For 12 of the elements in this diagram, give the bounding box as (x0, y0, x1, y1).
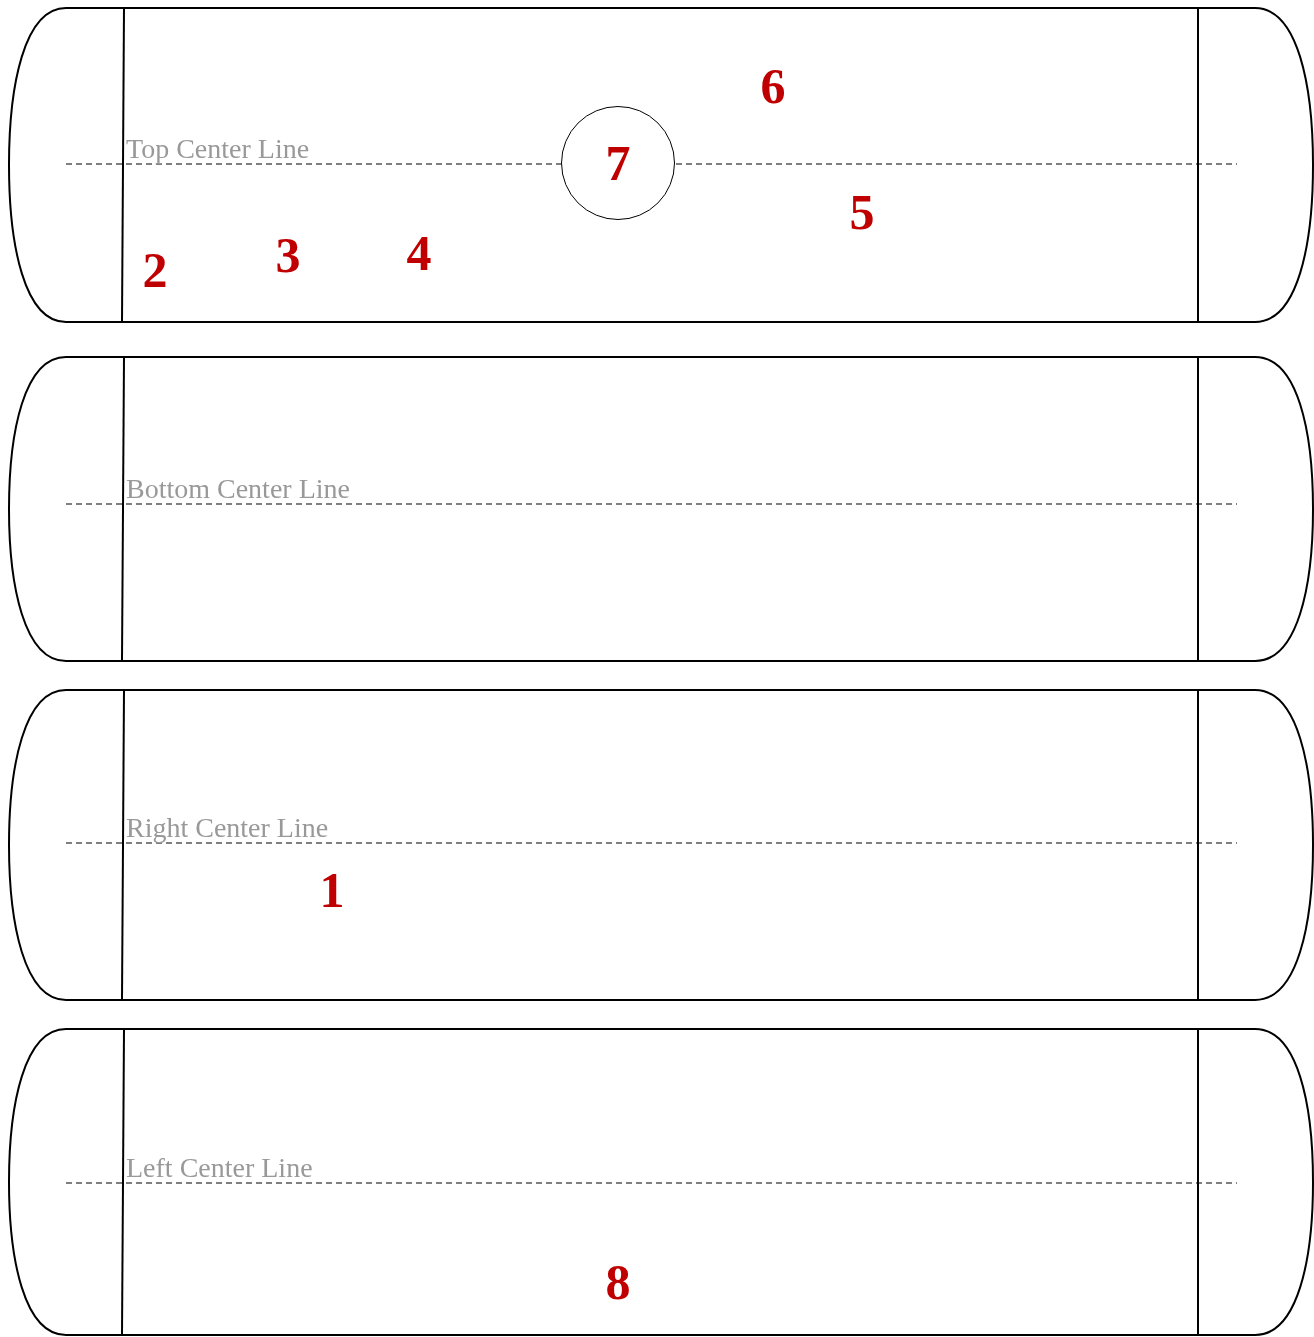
callout-number: 4 (406, 228, 432, 278)
line-label: Right Center Line (126, 812, 329, 844)
callout-number: 8 (605, 1257, 631, 1307)
line-label: Bottom Center Line (126, 473, 350, 505)
callout-number: 5 (849, 187, 875, 237)
line-label: Left Center Line (126, 1152, 313, 1184)
callout-number: 1 (319, 865, 345, 915)
callout-circle: 7 (561, 106, 675, 220)
callout-number: 3 (275, 230, 301, 280)
callout-number: 2 (142, 245, 168, 295)
line-label: Top Center Line (126, 133, 310, 165)
callout-number: 6 (760, 61, 786, 111)
